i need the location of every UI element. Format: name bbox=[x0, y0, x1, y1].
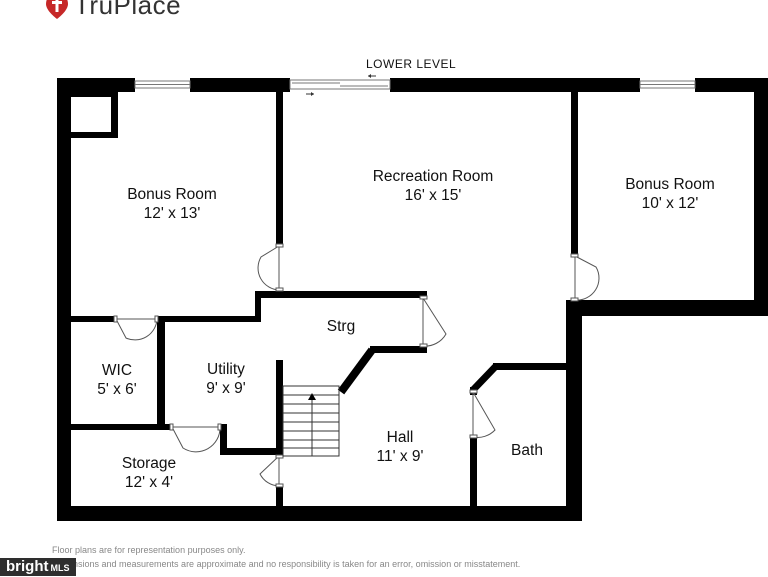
stairs bbox=[282, 385, 340, 457]
sliding-door bbox=[289, 74, 391, 96]
stairs-arrow-icon bbox=[308, 393, 316, 400]
diagonal-wall bbox=[470, 363, 499, 393]
room-utility: Utility 9' x 9' bbox=[206, 360, 246, 398]
room-name: Bath bbox=[511, 442, 543, 459]
room-name: Storage bbox=[121, 455, 177, 472]
room-name: Hall bbox=[386, 429, 414, 446]
room-name: Recreation Room bbox=[372, 168, 494, 185]
room-name: Strg bbox=[326, 318, 356, 335]
room-size: 11' x 9' bbox=[376, 448, 424, 465]
room-name: Bonus Room bbox=[625, 176, 715, 193]
room-wic: WIC 5' x 6' bbox=[97, 361, 137, 399]
watermark-text: bright bbox=[6, 558, 49, 575]
room-bonus-left: Bonus Room 12' x 13' bbox=[127, 185, 217, 223]
room-name: Utility bbox=[207, 361, 245, 378]
brand-name: TruPlace bbox=[74, 0, 182, 20]
level-label: LOWER LEVEL bbox=[366, 57, 457, 71]
room-strg: Strg bbox=[327, 317, 355, 336]
room-name: WIC bbox=[101, 362, 133, 379]
room-size: 9' x 9' bbox=[206, 380, 246, 397]
disclaimer-line-1: Floor plans are for representation purpo… bbox=[52, 545, 246, 555]
room-bath: Bath bbox=[511, 441, 543, 460]
room-bonus-right: Bonus Room 10' x 12' bbox=[625, 175, 715, 213]
watermark-suffix: MLS bbox=[50, 563, 70, 573]
room-size: 5' x 6' bbox=[97, 381, 137, 398]
disclaimer-line-2: Dimensions and measurements are approxim… bbox=[52, 559, 521, 569]
walls bbox=[57, 78, 768, 521]
pin-logo-icon bbox=[46, 0, 68, 19]
room-size: 12' x 13' bbox=[143, 205, 201, 222]
door-frames bbox=[113, 243, 579, 488]
room-size: 12' x 4' bbox=[124, 474, 174, 491]
diagonal-wall bbox=[337, 347, 376, 395]
room-size: 10' x 12' bbox=[641, 195, 699, 212]
room-name: Bonus Room bbox=[127, 186, 217, 203]
room-size: 16' x 15' bbox=[404, 187, 462, 204]
room-hall: Hall 11' x 9' bbox=[377, 428, 424, 466]
brand-logo: TruPlace bbox=[46, 0, 181, 21]
room-recreation: Recreation Room 16' x 15' bbox=[373, 167, 494, 205]
windows bbox=[134, 80, 696, 89]
room-storage: Storage 12' x 4' bbox=[122, 454, 176, 492]
